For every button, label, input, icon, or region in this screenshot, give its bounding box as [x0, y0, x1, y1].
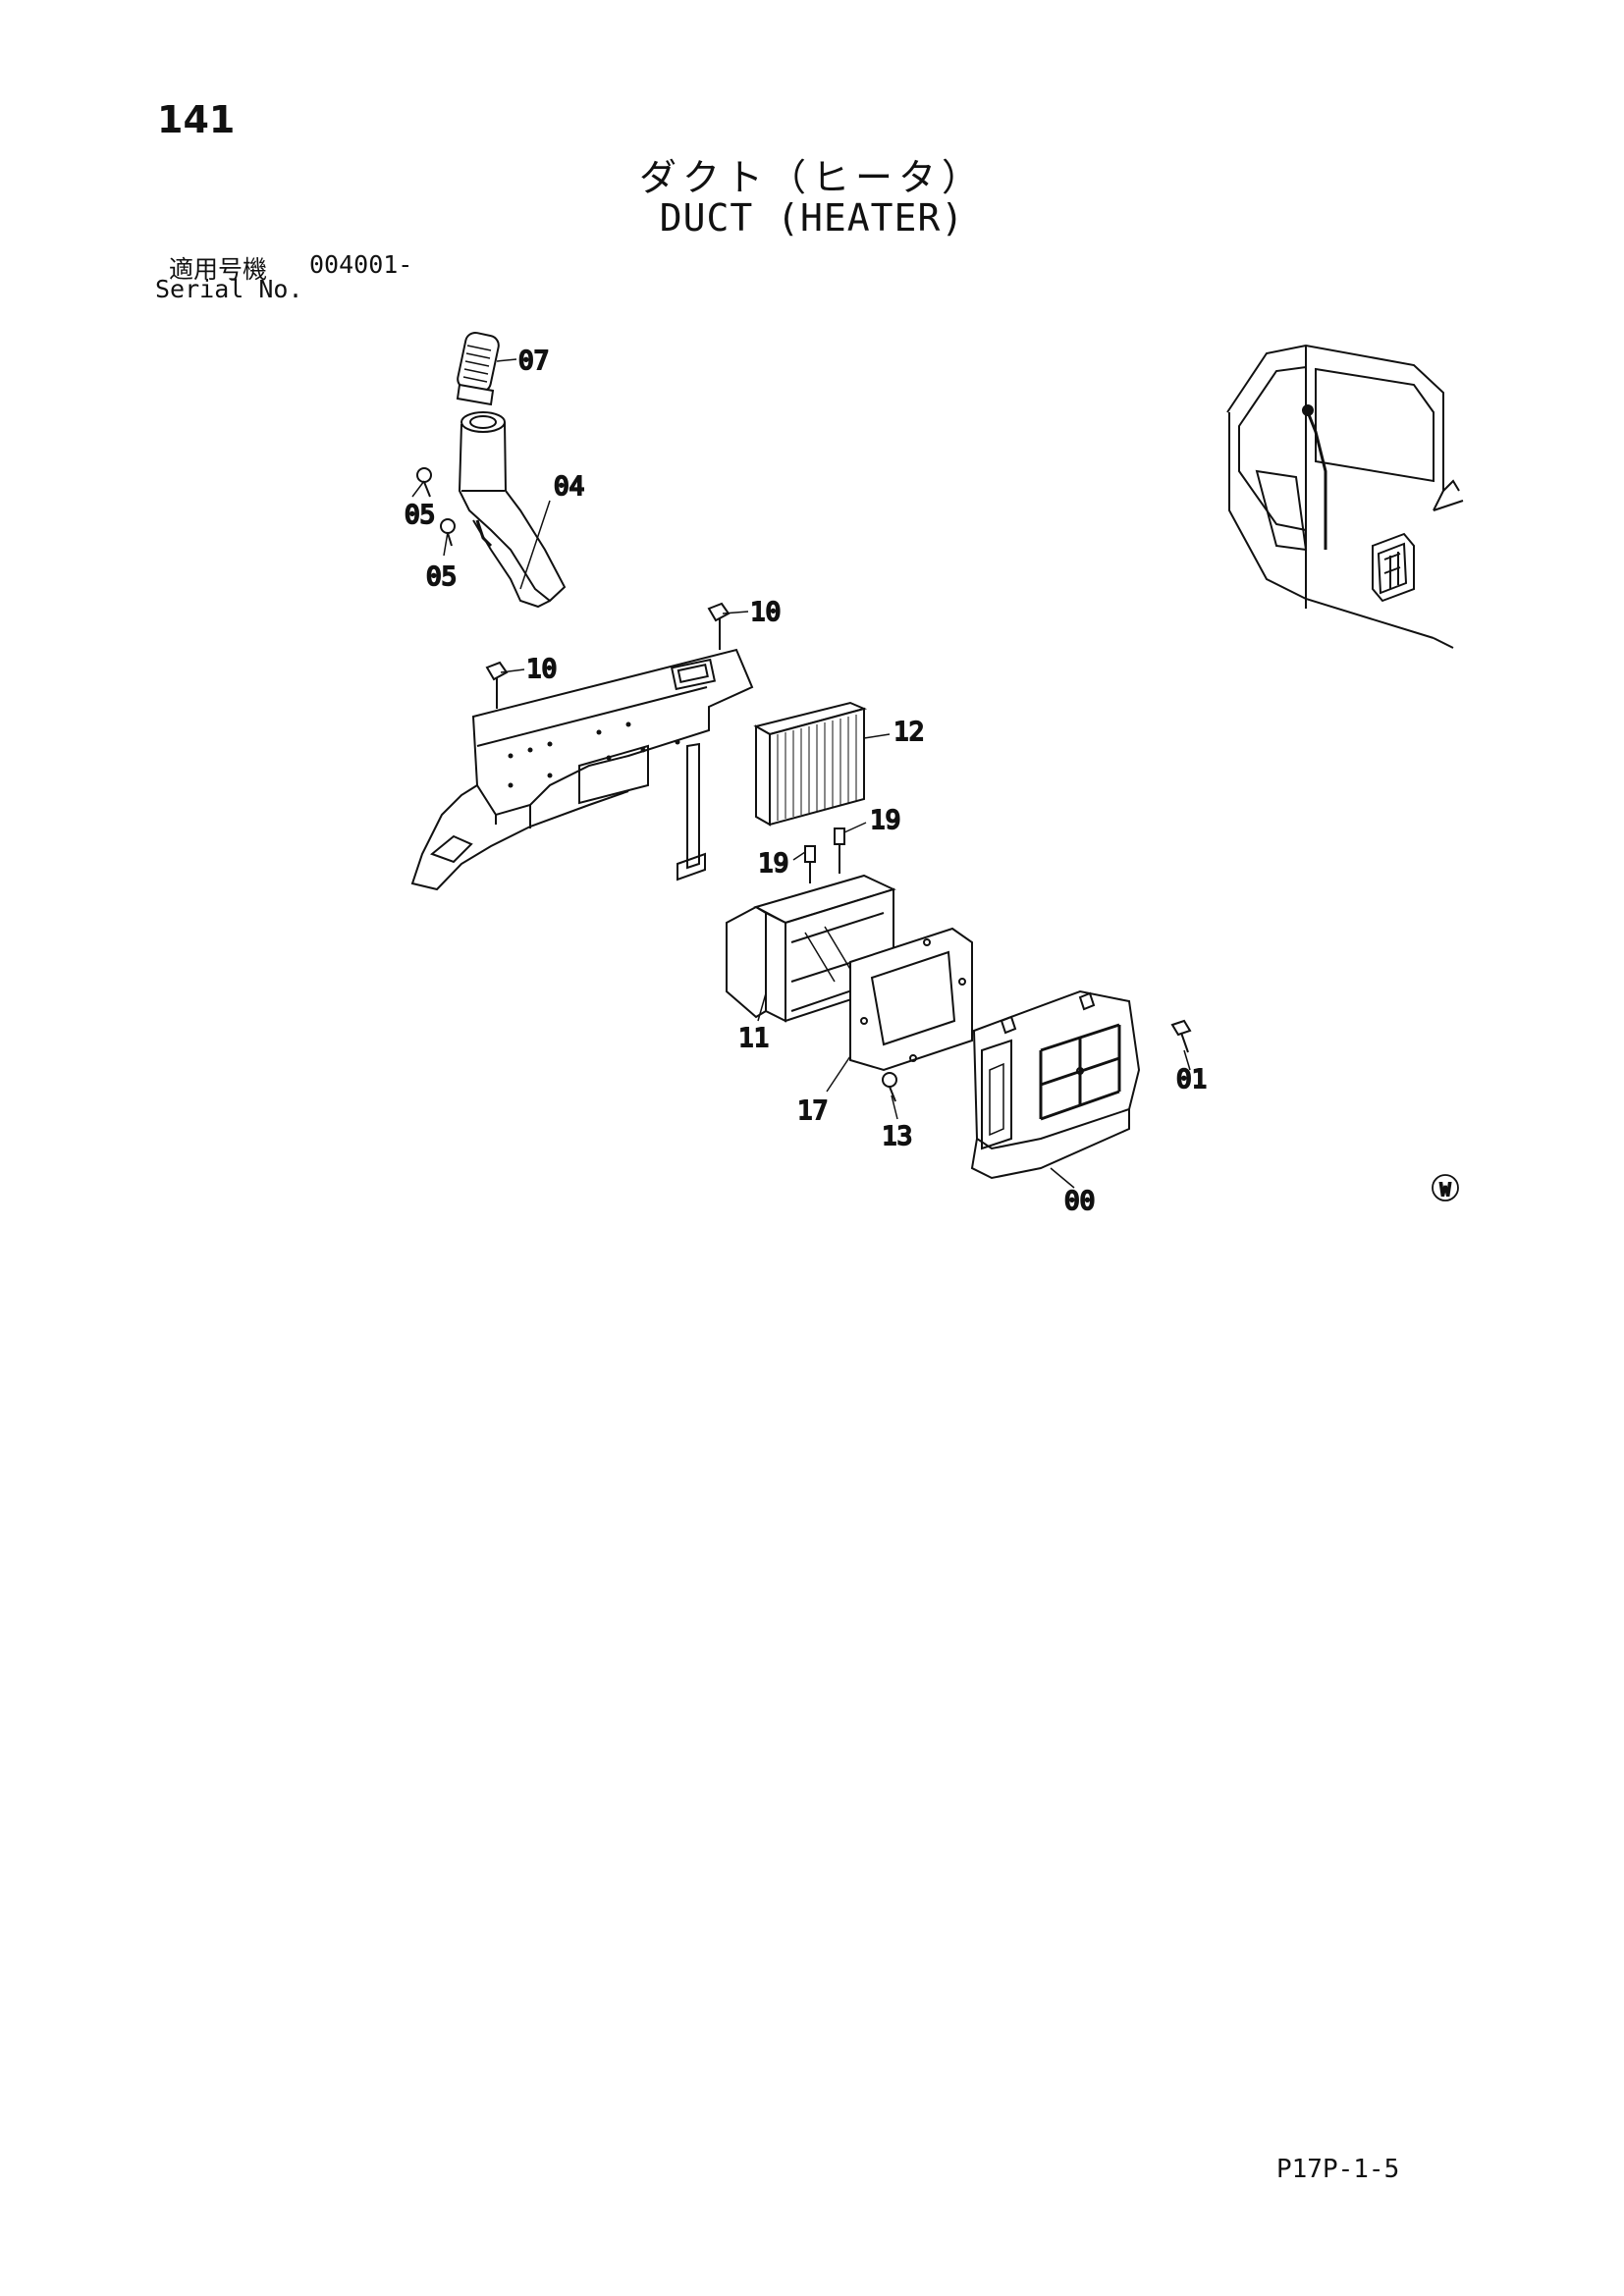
callout-label-11: 11 — [738, 1024, 769, 1053]
bolt-part-right — [707, 602, 731, 650]
cover-bolt-part — [1170, 1019, 1192, 1053]
screw-part-upper — [416, 467, 432, 498]
callout-leader-lines — [411, 358, 1191, 1189]
main-duct-frame — [410, 648, 754, 891]
callout-label-13: 13 — [882, 1122, 912, 1151]
callout-label-12: 12 — [893, 718, 924, 747]
drawing-reference-code: P17P-1-5 — [1276, 2155, 1400, 2184]
page-title-japanese: ダクト（ヒータ） — [638, 156, 985, 199]
circled-w-mark: W — [1432, 1174, 1459, 1201]
callout-label-17: 17 — [797, 1096, 828, 1126]
serial-number-value: 004001- — [309, 250, 413, 279]
page-number: 141 — [157, 98, 236, 141]
sensor-part-left — [804, 845, 816, 883]
serial-label-japanese: 適用号機 — [169, 255, 268, 284]
sensor-part-right — [834, 828, 845, 874]
svg-text:W: W — [1440, 1180, 1451, 1201]
filter-part — [753, 701, 868, 827]
gasket-screw-part — [882, 1072, 897, 1102]
callout-label-01: 01 — [1176, 1065, 1207, 1095]
vent-grille-part — [456, 331, 500, 406]
upper-duct-part — [458, 411, 567, 609]
callout-label-19-right: 19 — [870, 806, 900, 835]
callout-label-19-left: 19 — [758, 849, 788, 879]
serial-label-english: Serial No. — [155, 275, 303, 303]
callout-label-10-left: 10 — [526, 655, 557, 684]
cab-location-inset — [1226, 344, 1464, 649]
callout-label-00: 00 — [1064, 1187, 1095, 1216]
gasket-part — [849, 927, 973, 1072]
callout-label-04: 04 — [554, 472, 584, 502]
heater-cover-part — [970, 989, 1141, 1180]
bolt-part-left — [485, 661, 509, 709]
callout-label-05-lower: 05 — [426, 562, 457, 592]
callout-label-05-upper: 05 — [405, 501, 435, 530]
callout-label-07: 07 — [518, 347, 549, 376]
page-title-english: DUCT (HEATER) — [659, 196, 965, 240]
callout-label-10-right: 10 — [750, 598, 781, 627]
